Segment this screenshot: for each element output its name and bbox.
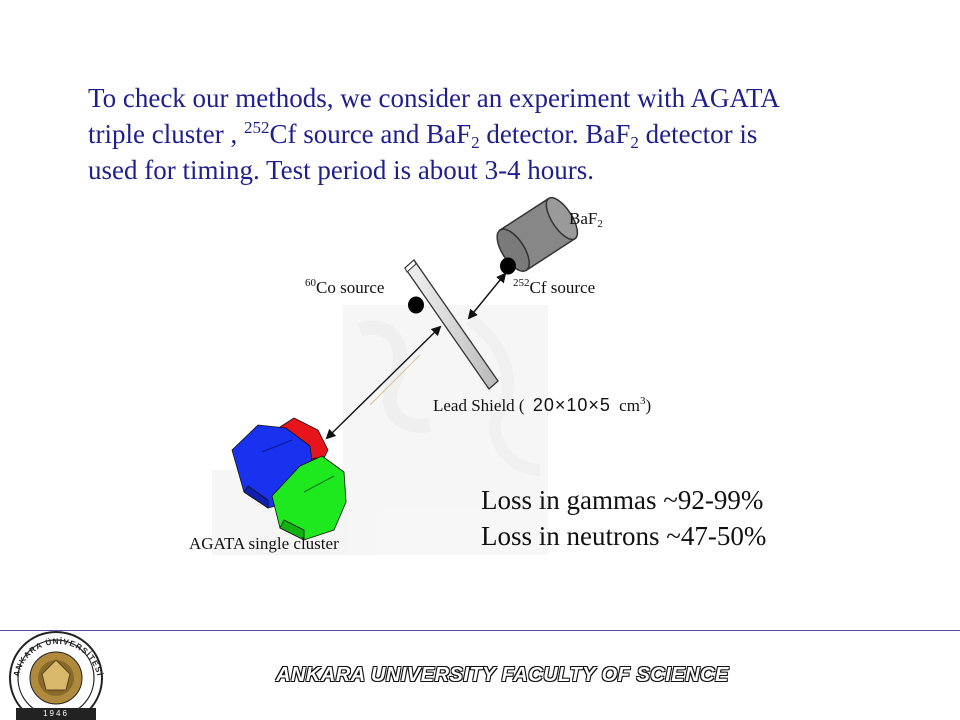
cf-252-source-dot bbox=[500, 257, 516, 275]
lead-shield-unit: cm bbox=[614, 396, 640, 415]
intro-baf-subscript: 2 bbox=[471, 133, 480, 152]
intro-baf-subscript-2: 2 bbox=[630, 133, 639, 152]
lead-shield-dimensions: 20×10×5 bbox=[532, 395, 611, 415]
agata-cluster bbox=[231, 417, 347, 541]
loss-summary: Loss in gammas ~92-99% Loss in neutrons … bbox=[481, 482, 766, 554]
lead-shield-unit-sup: 3 bbox=[639, 395, 646, 407]
intro-line-2c: detector. BaF bbox=[479, 119, 631, 149]
baf2-label: BaF2 bbox=[569, 209, 603, 230]
co-isotope-number: 60 bbox=[305, 277, 316, 289]
lead-shield bbox=[404, 259, 499, 390]
intro-line-2a: triple cluster , bbox=[88, 119, 244, 149]
cf-distance-arrow bbox=[467, 272, 507, 320]
intro-line-1: To check our methods, we consider an exp… bbox=[88, 83, 780, 113]
agata-distance-arrow bbox=[325, 325, 442, 440]
intro-line-2b: Cf source and BaF bbox=[269, 119, 472, 149]
seal-arc-text: ANKARA ÜNİVERSİTESİ bbox=[12, 637, 104, 678]
agata-label-text: AGATA single cluster bbox=[189, 534, 339, 553]
ankara-university-seal-logo bbox=[9, 631, 103, 720]
seal-lettering: ANKARA ÜNİVERSİTESİ 1946 bbox=[12, 637, 105, 718]
co-source-text: Co source bbox=[316, 278, 385, 297]
lead-shield-text: Lead Shield ( bbox=[433, 396, 529, 415]
lead-shield-label: Lead Shield ( 20×10×5 cm3) bbox=[433, 395, 651, 416]
svg-text:ANKARA ÜNİVERSİTESİ: ANKARA ÜNİVERSİTESİ bbox=[12, 637, 105, 678]
intro-paragraph: To check our methods, we consider an exp… bbox=[88, 80, 928, 188]
baf2-label-sub: 2 bbox=[597, 218, 603, 230]
agata-arrow-shadow bbox=[369, 354, 421, 406]
cf-isotope-number: 252 bbox=[513, 277, 530, 289]
footer-divider bbox=[0, 630, 960, 631]
baf2-label-text: BaF bbox=[569, 209, 598, 228]
intro-cf-isotope: 252 bbox=[243, 118, 270, 137]
baf2-detector bbox=[496, 196, 579, 272]
footer-institution: ANKARA UNIVERSITY FACULTY OF SCIENCE bbox=[276, 664, 729, 686]
co-source-label: 60Co source bbox=[305, 278, 384, 298]
seal-year-text: 1946 bbox=[43, 709, 69, 718]
cf-source-label: 252Cf source bbox=[513, 278, 595, 298]
loss-gammas: Loss in gammas ~92-99% bbox=[481, 485, 764, 515]
intro-line-3: used for timing. Test period is about 3-… bbox=[88, 155, 595, 185]
intro-line-2d: detector is bbox=[638, 119, 758, 149]
co-60-source-dot bbox=[408, 296, 424, 314]
lead-shield-close: ) bbox=[645, 396, 652, 415]
loss-neutrons: Loss in neutrons ~47-50% bbox=[481, 521, 767, 551]
cf-source-text: Cf source bbox=[529, 278, 596, 297]
agata-label: AGATA single cluster bbox=[189, 534, 339, 554]
